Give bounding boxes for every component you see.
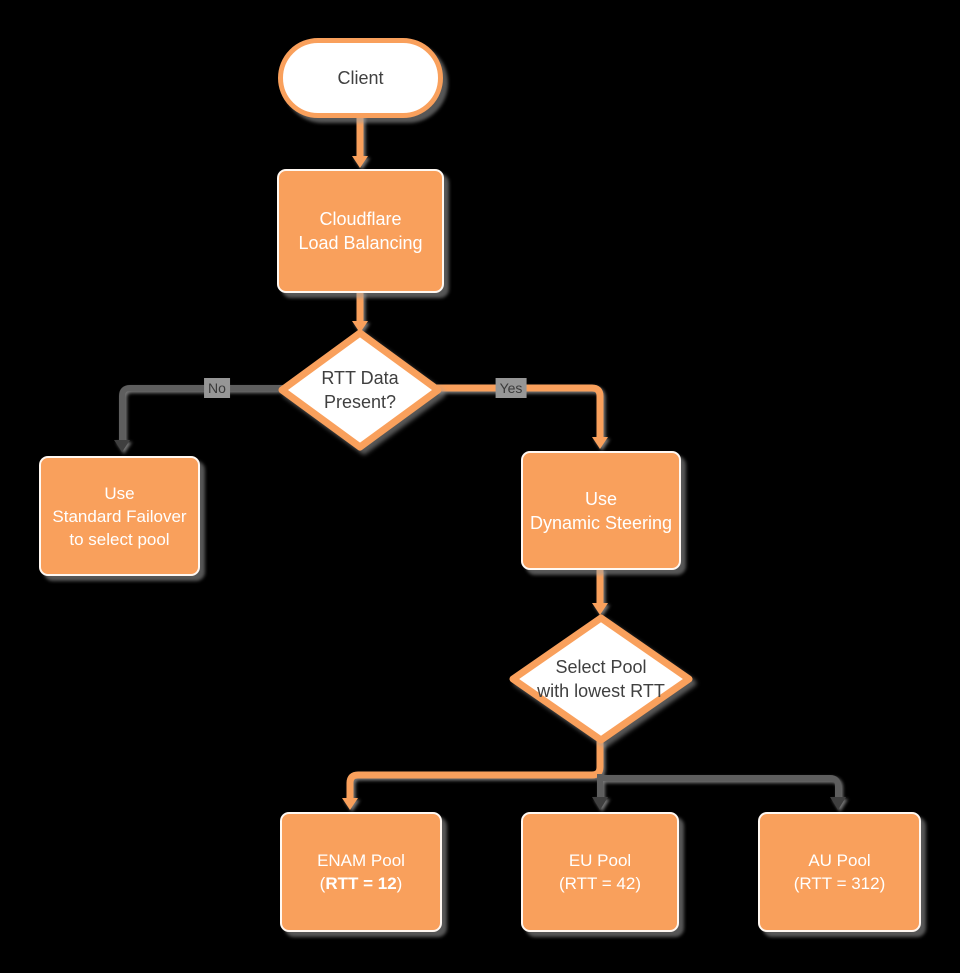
node-use-dynamic-steering: Use Dynamic Steering xyxy=(521,451,681,570)
enam-line2-close: ) xyxy=(396,874,403,893)
node-enam-pool: ENAM Pool (RTT = 12) xyxy=(280,812,442,932)
arrowhead-yes-branch xyxy=(592,437,608,449)
eu-line2: (RTT = 42) xyxy=(558,874,642,893)
node-select-pool-decision: Select Pool with lowest RTT xyxy=(508,613,694,745)
edge-select-to-enam xyxy=(346,741,604,798)
arrowhead-select-to-eu xyxy=(592,797,608,810)
arrowhead-client-to-lb xyxy=(352,156,368,168)
rtt-diamond-text: RTT Data Present? xyxy=(277,328,443,452)
arrowhead-no-branch xyxy=(114,440,130,452)
node-rtt-data-present-decision: RTT Data Present? xyxy=(277,328,443,452)
enam-line2-open: ( xyxy=(319,874,326,893)
select-pool-diamond-shape xyxy=(509,614,693,744)
edge-label-no: No xyxy=(204,378,230,398)
edge-no-branch xyxy=(119,385,284,440)
steering-line2: Dynamic Steering xyxy=(529,512,673,533)
node-cloudflare-load-balancing: Cloudflare Load Balancing xyxy=(277,169,444,293)
enam-line2: (RTT = 12) xyxy=(320,872,403,895)
failover-line2: Standard Failover xyxy=(52,506,187,526)
node-cloudflare-line1: Cloudflare xyxy=(319,209,402,229)
au-line1: AU Pool xyxy=(808,851,871,870)
edge-select-to-au xyxy=(598,775,841,797)
node-client: Client xyxy=(278,38,443,118)
node-use-standard-failover: Use Standard Failover to select pool xyxy=(39,456,200,576)
arrowhead-select-to-enam xyxy=(342,798,358,810)
select-pool-diamond-text: Select Pool with lowest RTT xyxy=(508,613,694,745)
rtt-line1: RTT Data xyxy=(321,368,399,388)
arrowhead-select-to-au xyxy=(830,797,846,810)
node-au-pool: AU Pool (RTT = 312) xyxy=(758,812,921,932)
failover-line1: Use xyxy=(104,483,135,503)
rtt-line2: Present? xyxy=(323,392,397,412)
rtt-diamond-shape xyxy=(278,329,442,451)
select-pool-line2: with lowest RTT xyxy=(537,681,665,701)
enam-line1: ENAM Pool xyxy=(317,851,405,870)
steering-line1: Use xyxy=(584,488,617,509)
arrowhead-steering-to-select xyxy=(592,603,608,615)
select-pool-line1: Select Pool xyxy=(555,657,647,677)
node-eu-pool: EU Pool (RTT = 42) xyxy=(521,812,679,932)
eu-line1: EU Pool xyxy=(568,851,632,870)
edge-label-yes: Yes xyxy=(495,378,527,398)
enam-line2-rtt: RTT = 12 xyxy=(325,874,397,893)
arrowhead-lb-to-rtt xyxy=(352,321,368,333)
edge-yes-branch xyxy=(436,384,604,437)
failover-line3: to select pool xyxy=(69,529,170,549)
node-client-label: Client xyxy=(337,67,384,88)
node-cloudflare-line2: Load Balancing xyxy=(298,233,423,253)
au-line2: (RTT = 312) xyxy=(793,874,886,893)
